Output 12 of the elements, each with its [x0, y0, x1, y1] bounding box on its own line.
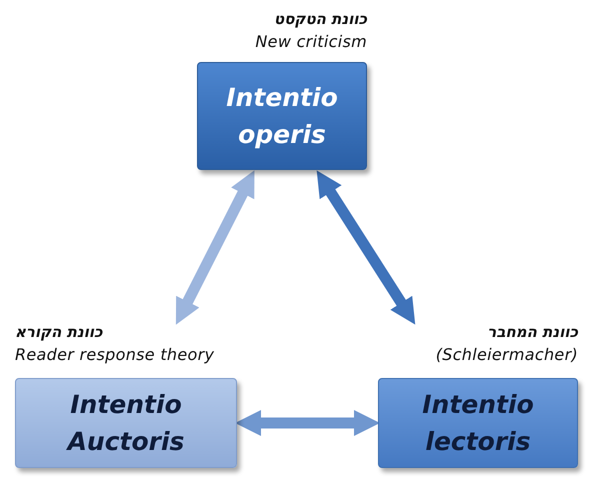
concept-box: Intentio lectoris [378, 378, 578, 468]
concept-heading: כוונת הטקסט [274, 10, 367, 28]
double-arrow [235, 410, 380, 436]
concept-heading: כוונת המחבר [487, 323, 578, 341]
double-arrow [176, 170, 254, 325]
concept-heading: כוונת הקורא [15, 323, 103, 341]
concept-box: Intentio operis [197, 62, 367, 170]
concept-subtitle: (Schleiermacher) [436, 345, 578, 364]
double-arrow [316, 170, 416, 325]
concept-subtitle: New criticism [255, 32, 367, 51]
concept-subtitle: Reader response theory [15, 345, 214, 364]
concept-box: Intentio Auctoris [15, 378, 237, 468]
